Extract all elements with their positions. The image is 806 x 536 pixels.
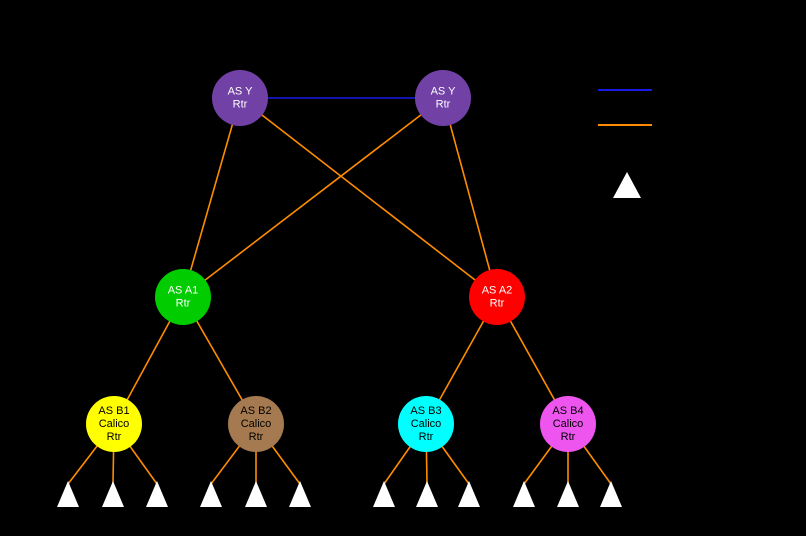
router-node-as-b4-calico-rtr bbox=[540, 396, 596, 452]
host-triangle bbox=[102, 481, 124, 507]
host-triangle bbox=[416, 481, 438, 507]
router-node-as-b1-calico-rtr bbox=[86, 396, 142, 452]
router-node-as-a2-rtr bbox=[469, 269, 525, 325]
host-triangle bbox=[245, 481, 267, 507]
router-node-as-y-rtr-2 bbox=[415, 70, 471, 126]
host-triangle bbox=[289, 481, 311, 507]
host-triangle bbox=[146, 481, 168, 507]
host-triangle bbox=[513, 481, 535, 507]
host-triangle bbox=[458, 481, 480, 507]
host-triangle bbox=[557, 481, 579, 507]
router-node-as-a1-rtr bbox=[155, 269, 211, 325]
router-node-as-y-rtr-1 bbox=[212, 70, 268, 126]
host-triangle bbox=[57, 481, 79, 507]
link-ebgp-as-y-rtr-1--as-a1-rtr bbox=[182, 97, 241, 298]
router-node-as-b3-calico-rtr bbox=[398, 396, 454, 452]
link-ebgp-as-y-rtr-2--as-a2-rtr bbox=[442, 97, 498, 298]
link-ebgp-as-y-rtr-1--as-a2-rtr bbox=[239, 97, 498, 298]
host-triangle bbox=[600, 481, 622, 507]
host-triangle bbox=[373, 481, 395, 507]
link-ebgp-as-y-rtr-2--as-a1-rtr bbox=[182, 97, 444, 298]
host-triangle bbox=[200, 481, 222, 507]
legend-host-triangle bbox=[613, 172, 641, 198]
router-node-as-b2-calico-rtr bbox=[228, 396, 284, 452]
